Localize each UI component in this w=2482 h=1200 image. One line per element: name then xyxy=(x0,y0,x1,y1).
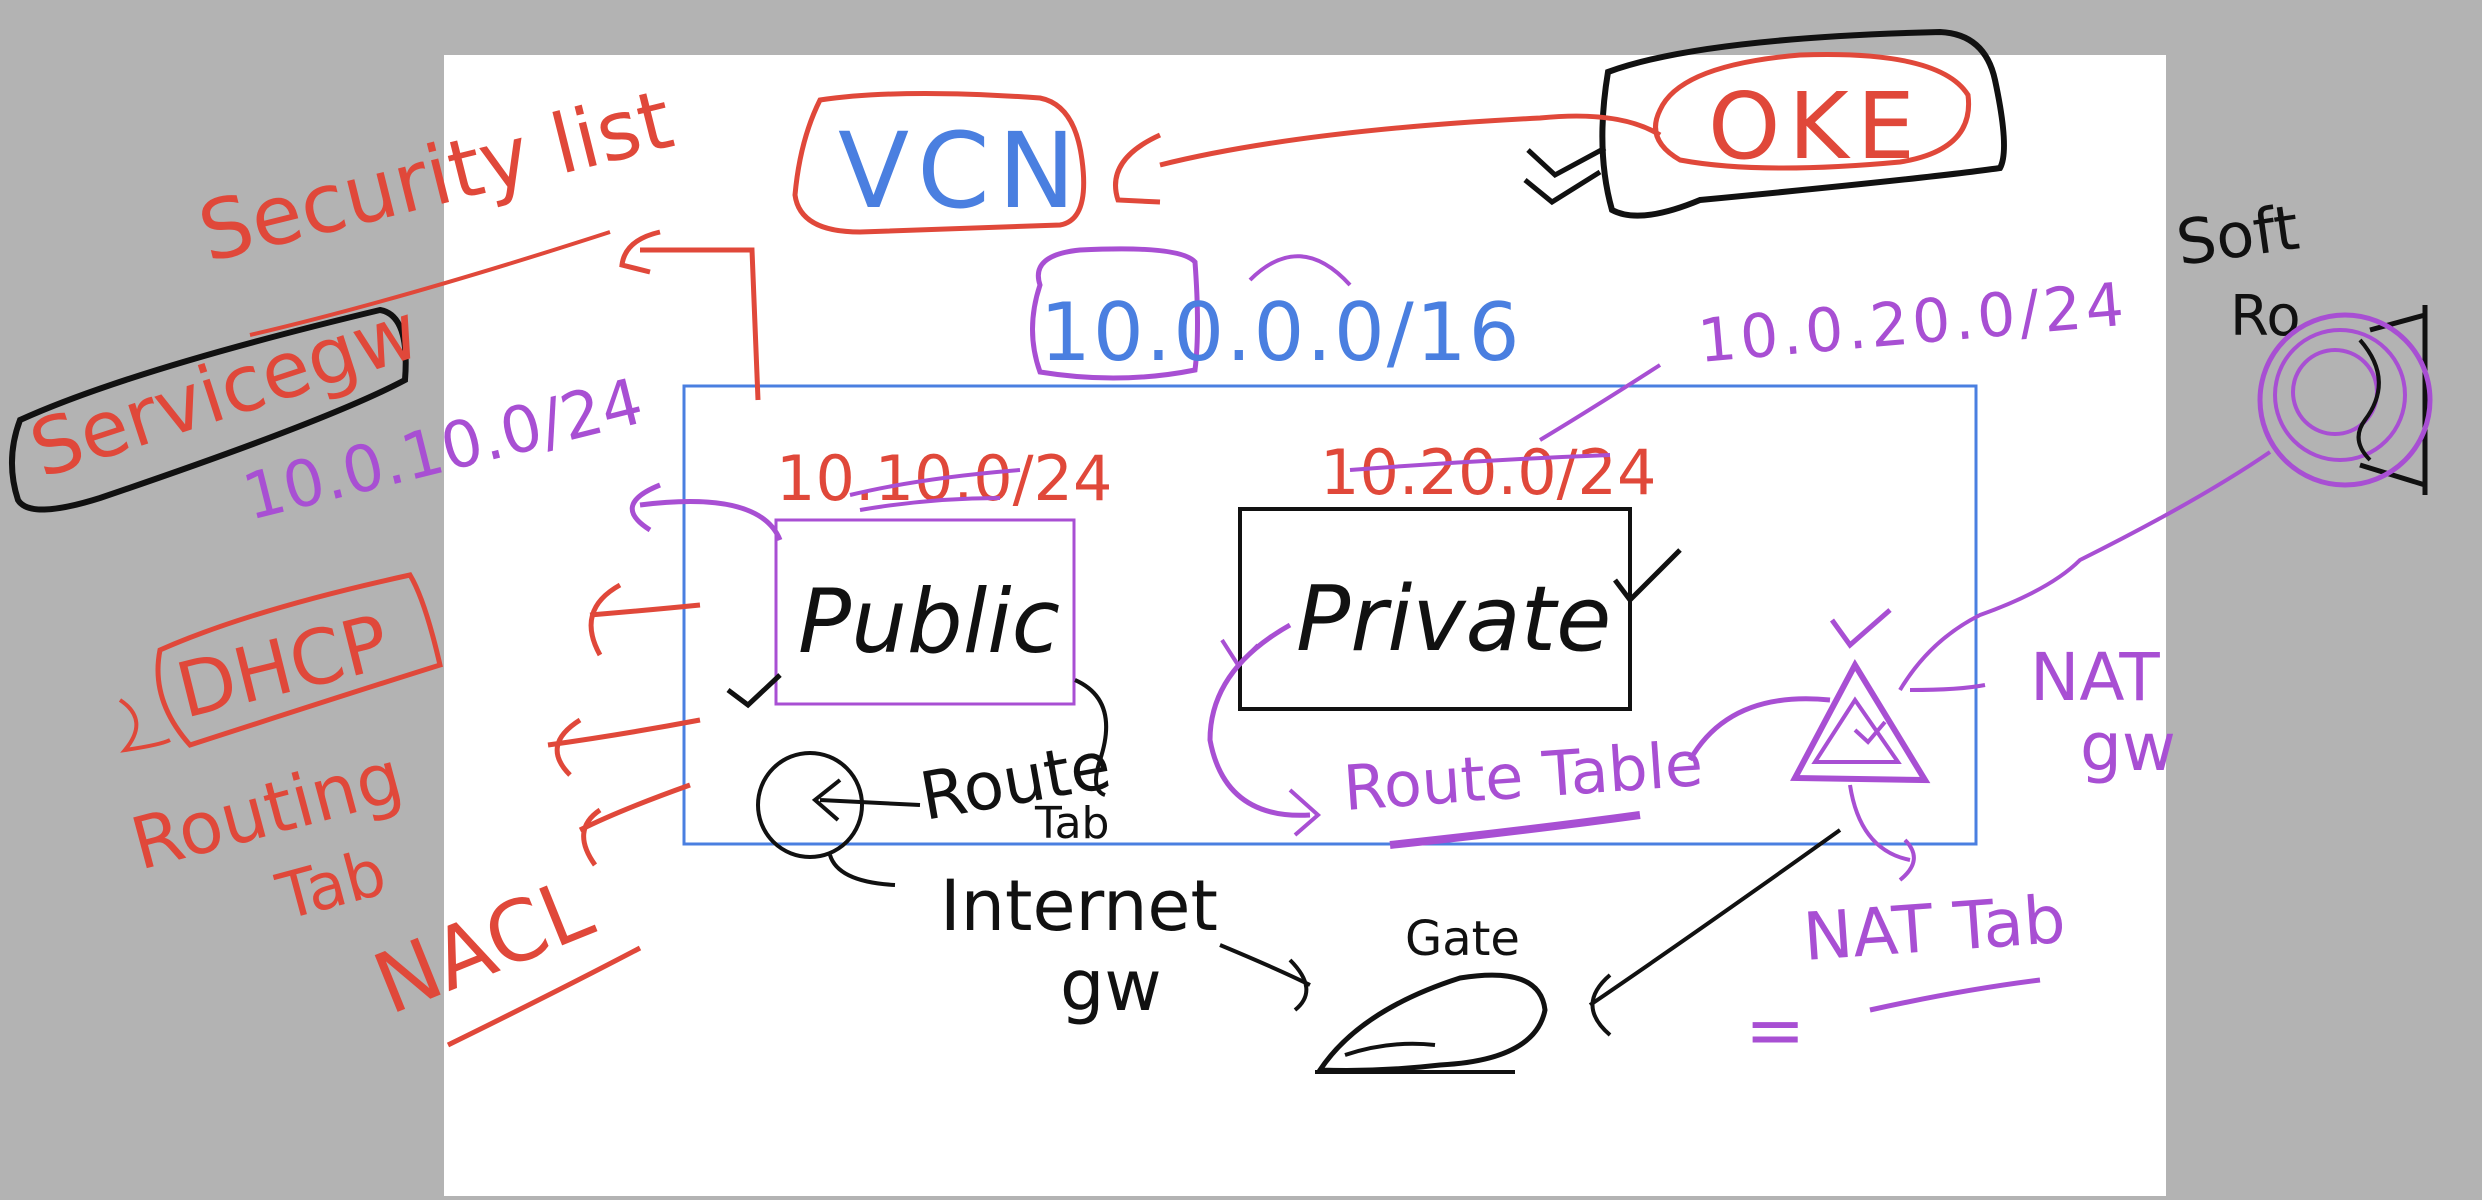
software-bracket xyxy=(2359,305,2428,495)
nat-table-underline xyxy=(1869,977,2041,1013)
nat-triangle-outer xyxy=(1790,658,1931,784)
software-label-2: Ro xyxy=(2230,284,2301,349)
software-circle-mid xyxy=(2273,328,2407,462)
public-cidr-strike xyxy=(849,468,1021,512)
nat-down-arrow xyxy=(1848,784,1916,882)
nat-gw-label-2: gw xyxy=(2080,709,2176,786)
public-check xyxy=(726,673,782,709)
service-gw-outline xyxy=(9,306,409,513)
private-subnet-label: Private xyxy=(1296,567,1611,672)
public-subnet-label: Public xyxy=(798,570,1060,673)
public-purple-arrow xyxy=(629,482,783,542)
route-circle-arrow xyxy=(811,778,921,822)
gate-shape xyxy=(1315,972,1548,1073)
software-squiggle xyxy=(2356,338,2381,462)
nat-check xyxy=(1829,608,1892,649)
private-cidr-label: 10.20.0/24 xyxy=(1320,436,1656,509)
gate-base xyxy=(1315,1041,1515,1074)
nat-to-label-line xyxy=(1909,683,1986,692)
oke-red-outline xyxy=(1653,52,1972,171)
vcn-title: VCN xyxy=(838,110,1084,232)
oke-title: OKE xyxy=(1708,73,1923,180)
dhcp-tick xyxy=(118,698,171,753)
private-right-check xyxy=(1613,548,1682,604)
route-table-to-nat xyxy=(1687,696,1831,762)
software-label: Soft xyxy=(2172,191,2303,280)
security-list-connector xyxy=(249,230,611,337)
nat-inner-check xyxy=(1853,720,1887,745)
internet-gw-label: Internet xyxy=(940,865,1218,947)
private-subnet-box xyxy=(1238,507,1632,711)
route-table-left-label-2: Tab xyxy=(1034,798,1110,849)
oke-to-vcn-arrow xyxy=(1159,113,1662,168)
nat-to-software-line xyxy=(1898,450,2272,692)
dhcp-outline xyxy=(155,572,443,748)
route-table-right-underline xyxy=(1389,811,1641,849)
routing-table-label-2: Tab xyxy=(269,836,394,936)
subnet-ip-right-pointer xyxy=(1538,363,1662,442)
internet-gw-arrow xyxy=(1219,943,1311,1012)
public-to-route-arrow xyxy=(1074,678,1109,797)
nacl-underline xyxy=(446,945,642,1048)
vcn-outline xyxy=(792,90,1087,235)
nat-gw-label: NAT xyxy=(2030,639,2160,716)
vcn-cidr-swoosh xyxy=(1248,254,1352,287)
private-cidr-strike xyxy=(1349,453,1611,472)
gate-label: Gate xyxy=(1405,911,1520,967)
nat-table-label: NAT Tab xyxy=(1801,881,2068,976)
route-circle-tail xyxy=(828,854,896,887)
route-circle xyxy=(756,751,864,859)
private-left-tick xyxy=(1220,638,1260,669)
oke-black-tick xyxy=(1523,145,1607,206)
oke-to-vcn-arrowhead xyxy=(1113,132,1162,205)
software-circle-outer xyxy=(2257,312,2433,488)
nat-to-gate-arrow xyxy=(1588,828,1842,1037)
oke-black-outline xyxy=(1599,28,2007,219)
left-arrow-1 xyxy=(588,582,701,657)
vcn-cidr-highlight xyxy=(1030,246,1200,381)
security-list-bracket xyxy=(619,229,761,401)
private-route-loop-arrowhead xyxy=(1288,788,1322,837)
vcn-cidr-label: 10.0.0.0/16 xyxy=(1040,286,1522,379)
nat-table-equals: = xyxy=(1745,988,1805,1072)
left-arrow-3 xyxy=(578,782,691,867)
internet-gw-label-2: gw xyxy=(1060,945,1162,1027)
left-arrow-2 xyxy=(547,717,701,777)
public-subnet-box xyxy=(774,518,1076,706)
